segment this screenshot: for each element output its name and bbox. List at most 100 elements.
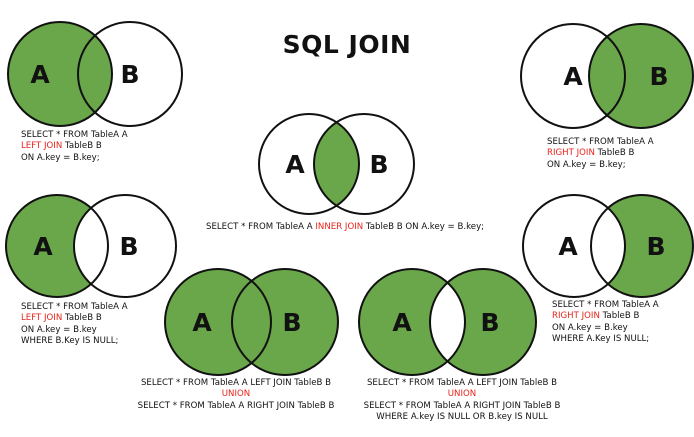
sql-text: TableB B ON A.key = B.key; — [363, 222, 485, 232]
sql-line: LEFT JOIN TableB B — [21, 313, 128, 324]
set-b-outline — [588, 23, 694, 129]
venn-left-only: A B — [5, 194, 177, 298]
set-b-label: B — [119, 232, 138, 261]
sql-text: SELECT * FROM TableA A — [552, 300, 659, 310]
sql-text: SELECT * FROM TableA A — [21, 302, 128, 312]
sql-text: WHERE B.Key IS NULL; — [21, 336, 119, 347]
sql-text: SELECT * FROM TableA A — [206, 222, 316, 232]
sql-keyword: RIGHT JOIN — [547, 148, 595, 159]
sql-text: SELECT * FROM TableA A RIGHT JOIN TableB… — [363, 400, 561, 411]
sql-line: SELECT * FROM TableA A LEFT JOIN TableB … — [136, 378, 336, 389]
sql-line: LEFT JOIN TableB B — [21, 141, 128, 152]
sql-line: RIGHT JOIN TableB B — [547, 148, 654, 159]
sql-line: SELECT * FROM TableA A LEFT JOIN TableB … — [362, 378, 562, 389]
set-a-label: A — [192, 308, 212, 337]
set-b-outline — [231, 268, 339, 376]
intersection-excluded — [430, 269, 465, 375]
sql-line: SELECT * FROM TableA A — [547, 137, 654, 148]
sql-line: SELECT * FROM TableA A RIGHT JOIN TableB… — [362, 401, 562, 412]
set-b-outline — [73, 194, 177, 298]
sql-line: ON A.key = B.key — [21, 325, 128, 336]
venn-right-only: A B — [522, 194, 694, 298]
set-a-outline — [258, 113, 360, 215]
set-a-label: A — [30, 60, 50, 89]
venn-right-join: A B — [520, 23, 694, 129]
set-a-label: A — [285, 150, 305, 179]
sql-line: WHERE A.key IS NULL OR B.key IS NULL — [362, 412, 562, 423]
set-a-outline — [358, 268, 466, 376]
sql-line: WHERE B.Key IS NULL; — [21, 336, 128, 347]
sql-line: UNION — [362, 389, 562, 400]
inner-join-caption: SELECT * FROM TableA A INNER JOIN TableB… — [206, 222, 484, 233]
sql-text: SELECT * FROM TableA A LEFT JOIN TableB … — [366, 378, 558, 388]
sql-text: SELECT * FROM TableA A LEFT JOIN TableB … — [140, 378, 332, 388]
set-b-region — [589, 24, 693, 128]
set-a-outline — [522, 194, 626, 298]
sql-text: ON A.key = B.key — [21, 324, 97, 335]
set-a-outline — [164, 268, 272, 376]
set-a-outline — [7, 21, 113, 127]
sql-text: ON A.key = B.key; — [21, 152, 100, 163]
venn-left-join: A B — [7, 21, 183, 127]
sql-text: TableB B — [62, 141, 102, 152]
set-b-outline — [429, 268, 537, 376]
sql-text: WHERE A.key IS NULL OR B.key IS NULL — [376, 412, 548, 423]
sql-line: ON A.key = B.key; — [21, 153, 128, 164]
sql-line: UNION — [136, 389, 336, 400]
sql-line: WHERE A.Key IS NULL; — [552, 334, 659, 345]
set-b-outline — [590, 194, 694, 298]
intersection-region — [314, 114, 359, 214]
venn-inner-join: A B — [258, 113, 415, 215]
sql-line: SELECT * FROM TableA A — [552, 300, 659, 311]
outer-excluding-caption: SELECT * FROM TableA A LEFT JOIN TableB … — [362, 378, 562, 424]
set-a-outline — [520, 23, 626, 129]
sql-keyword: LEFT JOIN — [21, 313, 63, 324]
sql-line: SELECT * FROM TableA A RIGHT JOIN TableB… — [136, 401, 336, 412]
set-a-region — [8, 22, 112, 126]
sql-keyword: UNION — [221, 389, 251, 400]
sql-text: TableB B — [594, 148, 635, 159]
sql-keyword: LEFT JOIN — [21, 141, 63, 152]
page-title: SQL JOIN — [282, 30, 412, 59]
set-a-label: A — [392, 308, 412, 337]
set-b-label: B — [282, 308, 301, 337]
set-b-label: B — [369, 150, 388, 179]
sql-text: TableB B — [62, 313, 102, 324]
set-a-outline — [5, 194, 109, 298]
sql-text: SELECT * FROM TableA A — [21, 130, 128, 140]
sql-keyword: RIGHT JOIN — [552, 311, 600, 322]
sql-keyword: UNION — [447, 389, 477, 400]
set-b-label: B — [120, 60, 139, 89]
set-a-only-region — [6, 195, 108, 297]
sql-text: WHERE A.Key IS NULL; — [552, 334, 650, 345]
sql-line: SELECT * FROM TableA A — [21, 130, 128, 141]
set-b-outline — [77, 21, 183, 127]
full-outer-caption: SELECT * FROM TableA A LEFT JOIN TableB … — [136, 378, 336, 412]
set-a-label: A — [33, 232, 53, 261]
set-b-label: B — [649, 62, 668, 91]
set-b-label: B — [646, 232, 665, 261]
set-a-label: A — [563, 62, 583, 91]
sql-keyword: INNER JOIN — [315, 222, 364, 232]
sql-text: SELECT * FROM TableA A — [547, 137, 654, 147]
sql-line: SELECT * FROM TableA A — [21, 302, 128, 313]
sql-line: SELECT * FROM TableA A INNER JOIN TableB… — [206, 222, 484, 233]
sql-line: ON A.key = B.key — [552, 323, 659, 334]
sql-line: RIGHT JOIN TableB B — [552, 311, 659, 322]
set-b-only-region — [591, 195, 693, 297]
set-b-outline — [313, 113, 415, 215]
set-b-label: B — [480, 308, 499, 337]
set-b-region — [232, 269, 338, 375]
sql-text: SELECT * FROM TableA A RIGHT JOIN TableB… — [137, 400, 335, 411]
sql-text: ON A.key = B.key; — [547, 159, 626, 170]
sql-line: ON A.key = B.key; — [547, 160, 654, 171]
set-a-label: A — [558, 232, 578, 261]
sql-text: ON A.key = B.key — [552, 322, 628, 333]
venn-full-outer: A B — [164, 268, 339, 376]
sql-text: TableB B — [599, 311, 640, 322]
